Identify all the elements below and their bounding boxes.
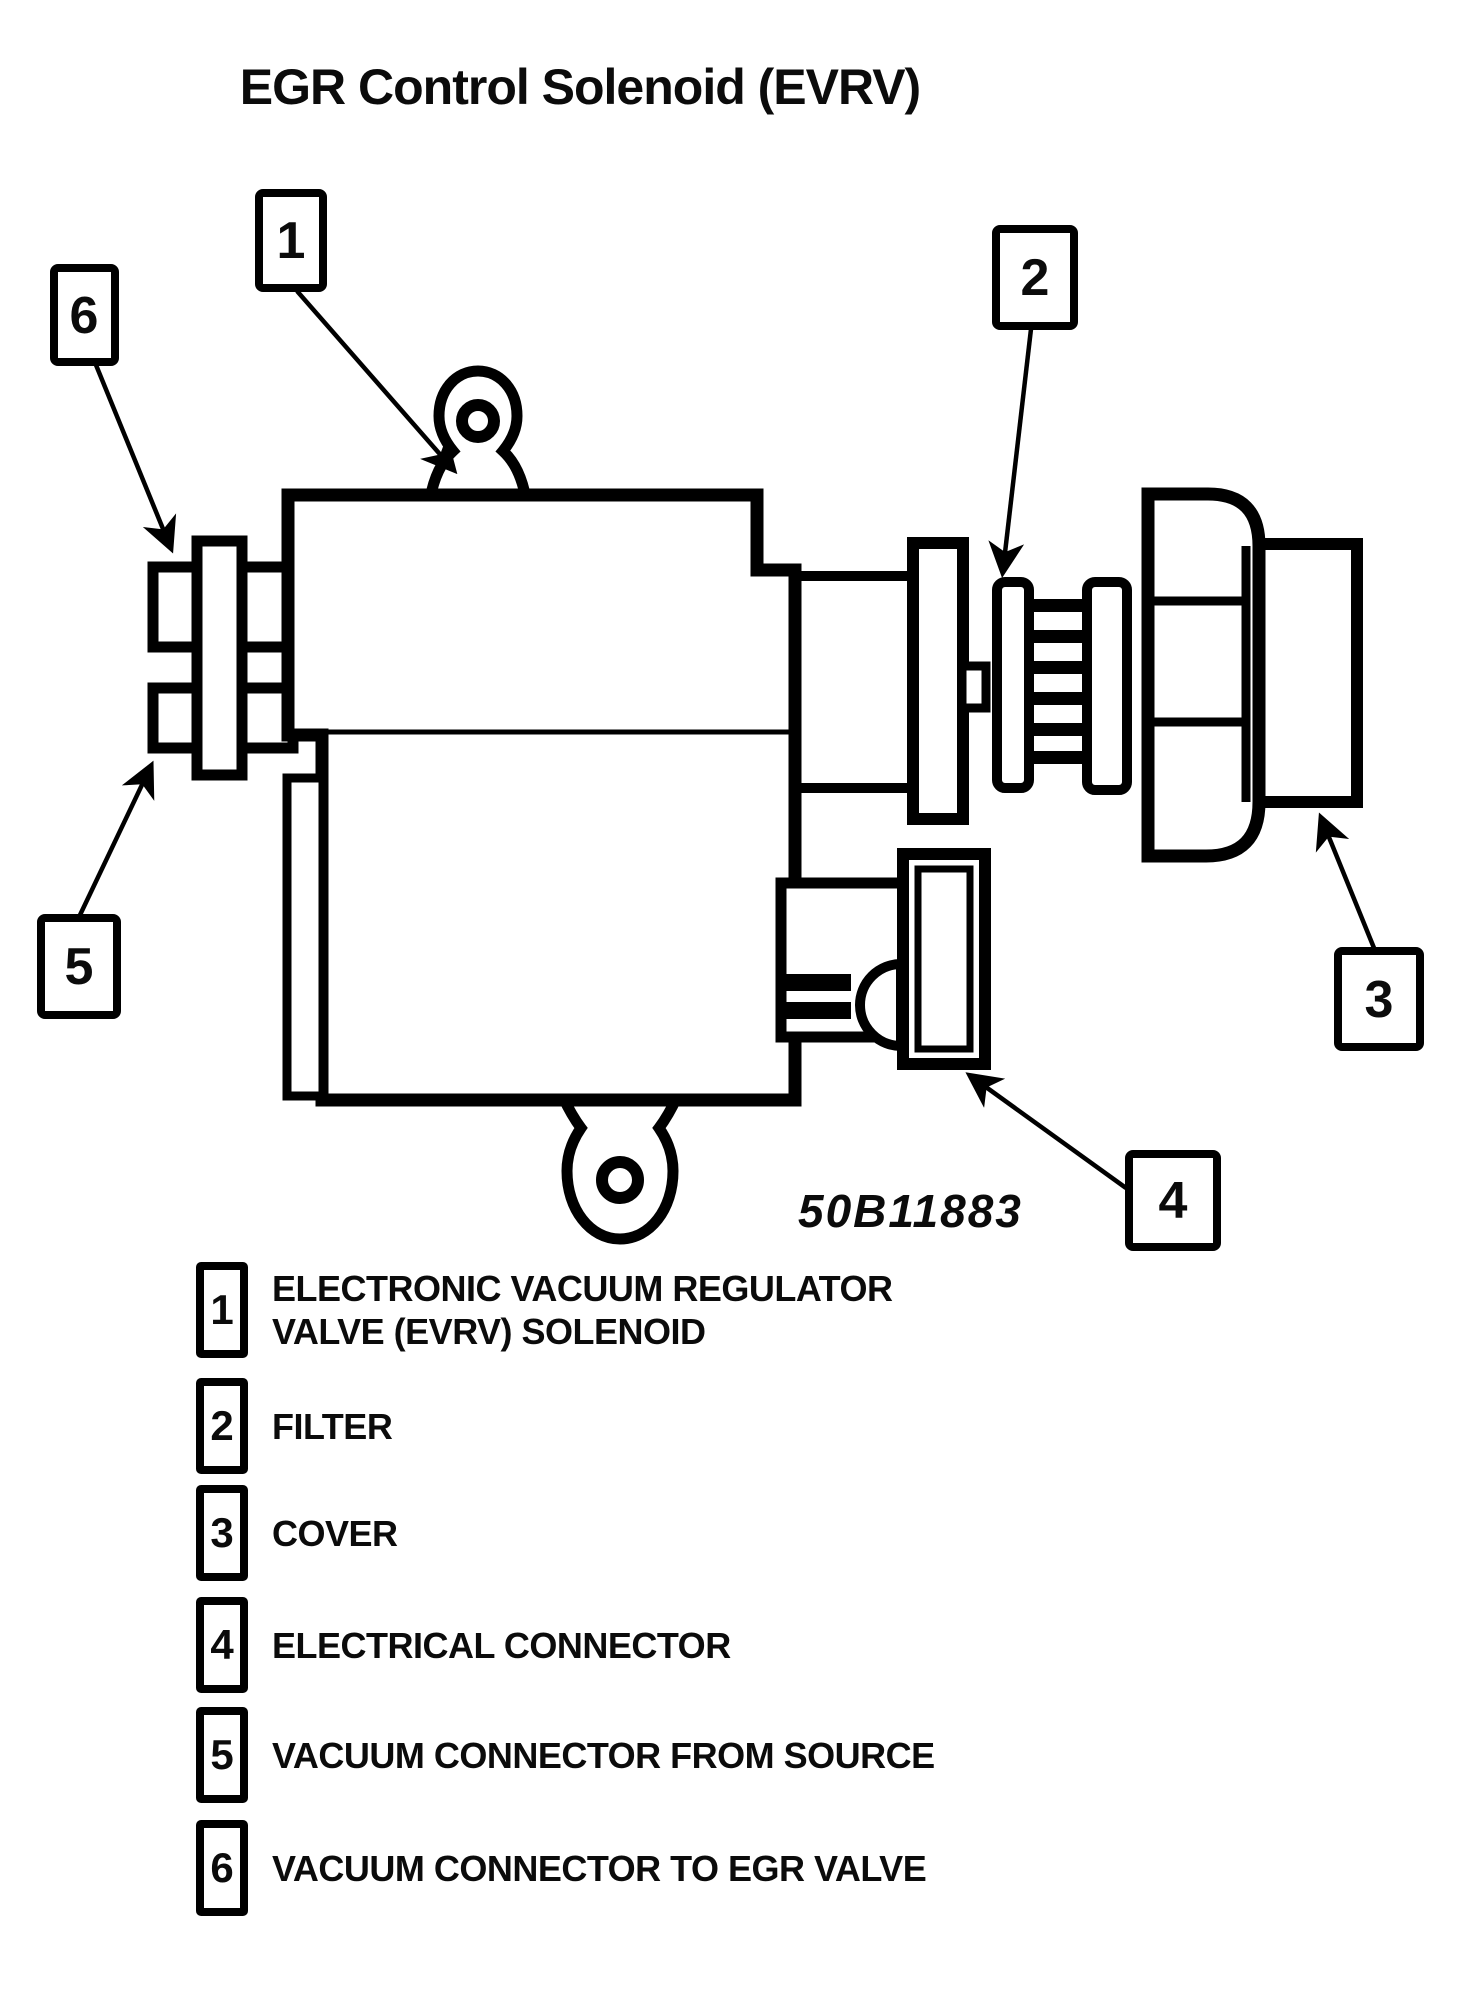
legend-number-box: 6 bbox=[196, 1820, 248, 1916]
callout-2-number: 2 bbox=[1021, 249, 1050, 307]
callout-6: 6 bbox=[50, 264, 177, 554]
electrical-connector bbox=[775, 848, 991, 1070]
legend-number-box: 5 bbox=[196, 1707, 248, 1803]
legend-item-5: 5 VACUUM CONNECTOR FROM SOURCE bbox=[196, 1707, 935, 1803]
callout-2: 2 bbox=[988, 225, 1078, 579]
connector-pin bbox=[781, 1002, 851, 1019]
legend-number-box: 3 bbox=[196, 1485, 248, 1581]
bottom-mounting-bracket bbox=[554, 1091, 686, 1245]
legend-label: VACUUM CONNECTOR FROM SOURCE bbox=[272, 1734, 935, 1777]
legend-label-line: VALVE (EVRV) SOLENOID bbox=[272, 1311, 706, 1352]
legend-number-box: 2 bbox=[196, 1378, 248, 1474]
legend-item-6: 6 VACUUM CONNECTOR TO EGR VALVE bbox=[196, 1820, 927, 1916]
connector-pin bbox=[781, 974, 851, 991]
legend-number: 4 bbox=[210, 1621, 234, 1668]
figure-title: EGR Control Solenoid (EVRV) bbox=[239, 59, 921, 115]
connector-keyway bbox=[855, 958, 906, 1052]
legend-label-line: FILTER bbox=[272, 1405, 393, 1447]
legend-item-2: 2 FILTER bbox=[196, 1378, 393, 1474]
callout-5-number: 5 bbox=[65, 938, 94, 996]
legend-label: ELECTRONIC VACUUM REGULATOR VALVE (EVRV)… bbox=[272, 1267, 893, 1353]
evrv-solenoid-body bbox=[281, 488, 802, 1107]
legend-label-line: ELECTRONIC VACUUM REGULATOR bbox=[272, 1268, 893, 1309]
callout-1: 1 bbox=[255, 189, 458, 475]
legend-label: FILTER bbox=[272, 1405, 393, 1448]
callout-6-number: 6 bbox=[70, 287, 99, 345]
callout-3-number: 3 bbox=[1365, 971, 1394, 1029]
figure-code: 50B11883 bbox=[798, 1185, 1023, 1237]
legend-item-3: 3 COVER bbox=[196, 1485, 398, 1581]
legend-number-box: 1 bbox=[196, 1262, 248, 1358]
legend-label-line: VACUUM CONNECTOR TO EGR VALVE bbox=[272, 1847, 927, 1889]
legend-label-line: ELECTRICAL CONNECTOR bbox=[272, 1624, 731, 1666]
legend-number: 5 bbox=[210, 1731, 234, 1778]
callout-4: 4 bbox=[965, 1072, 1221, 1251]
legend-number: 1 bbox=[210, 1286, 234, 1333]
flange-nub bbox=[957, 661, 991, 713]
flange-disc bbox=[907, 537, 969, 825]
legend-number: 3 bbox=[210, 1509, 234, 1556]
callout-4-number: 4 bbox=[1159, 1172, 1188, 1230]
legend-item-4: 4 ELECTRICAL CONNECTOR bbox=[196, 1597, 731, 1693]
top-bracket-hole bbox=[456, 399, 500, 443]
legend-label: COVER bbox=[272, 1512, 398, 1555]
legend-label: VACUUM CONNECTOR TO EGR VALVE bbox=[272, 1847, 927, 1890]
filter bbox=[992, 577, 1132, 795]
callout-3: 3 bbox=[1315, 812, 1424, 1051]
vacuum-port-flange bbox=[191, 535, 248, 781]
callout-1-number: 1 bbox=[277, 212, 306, 270]
legend-number: 6 bbox=[210, 1844, 234, 1891]
cover bbox=[1141, 487, 1363, 863]
legend-item-1: 1 ELECTRONIC VACUUM REGULATOR VALVE (EVR… bbox=[196, 1262, 893, 1358]
bottom-bracket-hole bbox=[596, 1156, 644, 1204]
legend-number: 2 bbox=[210, 1402, 234, 1449]
legend-label-line: COVER bbox=[272, 1512, 398, 1554]
legend-label-line: VACUUM CONNECTOR FROM SOURCE bbox=[272, 1734, 935, 1776]
cover-end-cap bbox=[1253, 538, 1363, 808]
body-side-strip bbox=[282, 773, 328, 1101]
callout-5: 5 bbox=[37, 760, 155, 1019]
legend-label: ELECTRICAL CONNECTOR bbox=[272, 1624, 731, 1667]
legend-number-box: 4 bbox=[196, 1597, 248, 1693]
egr-solenoid-diagram: 1 2 3 4 5 6 bbox=[37, 189, 1424, 1251]
